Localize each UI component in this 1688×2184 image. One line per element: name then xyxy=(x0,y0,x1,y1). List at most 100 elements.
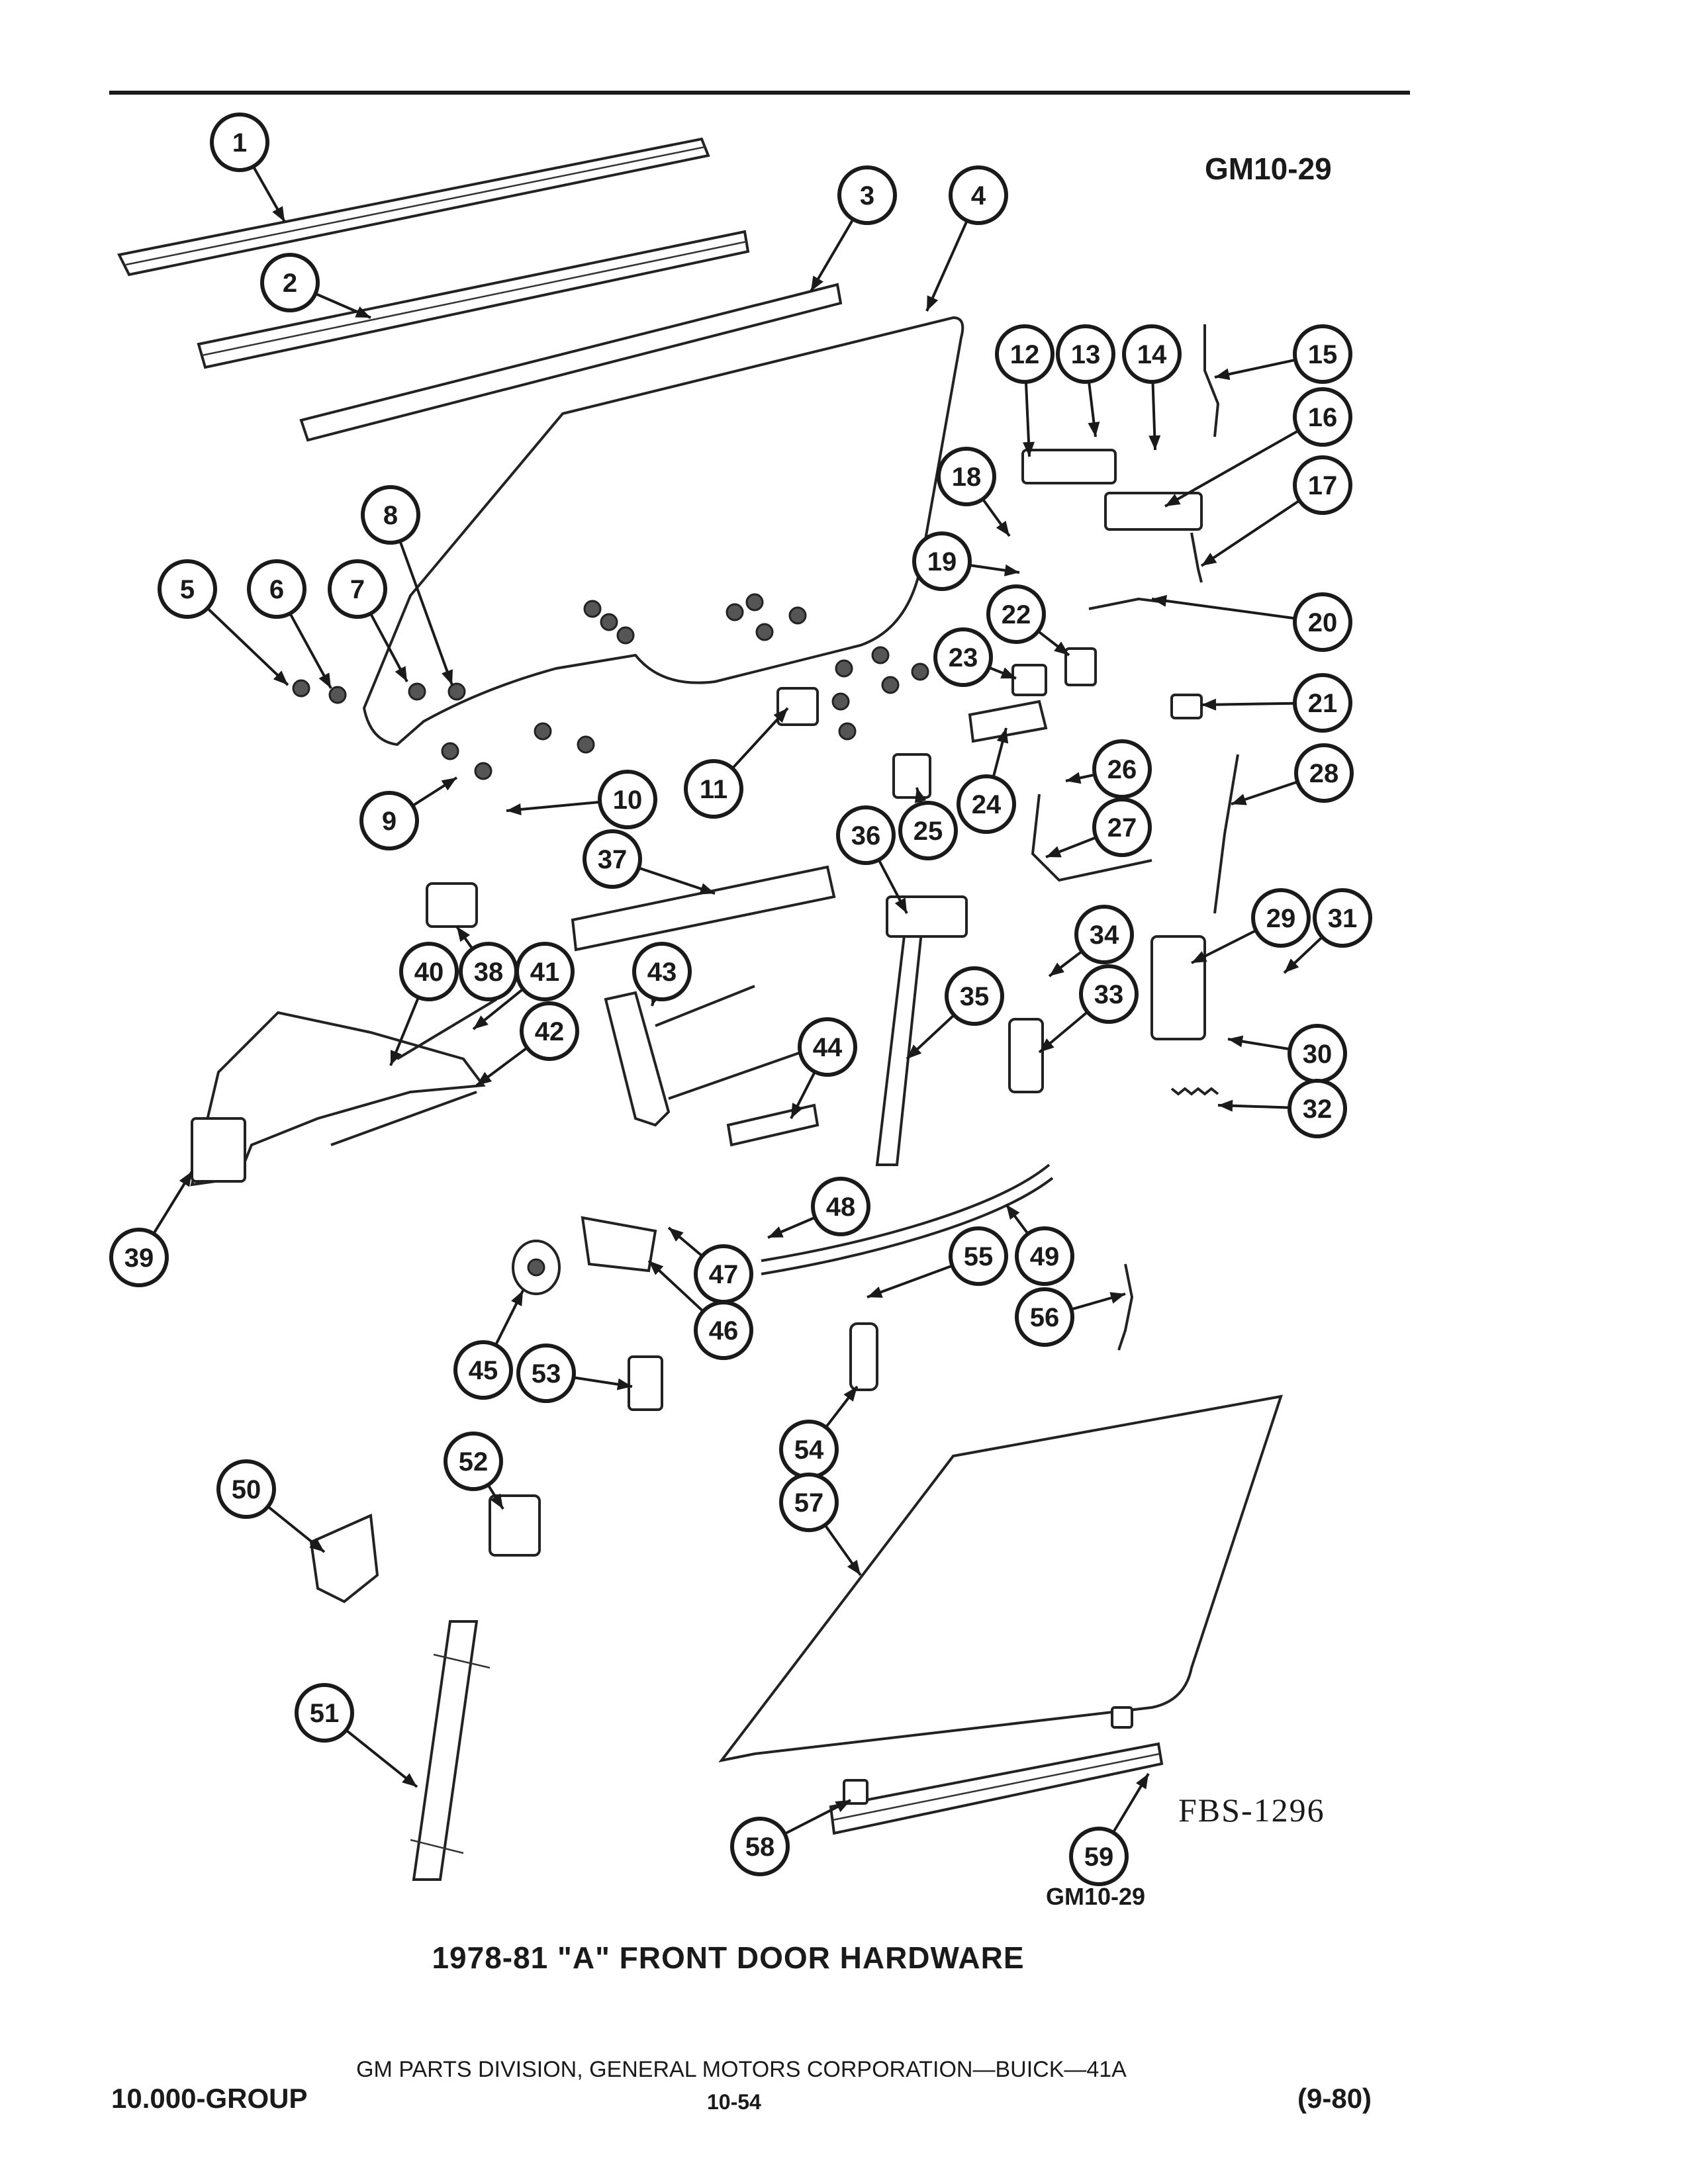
figure-code: FBS-1296 xyxy=(1178,1792,1325,1829)
callout-number: 45 xyxy=(469,1356,498,1385)
callout-41: 41 xyxy=(515,942,575,1001)
part-44-shape xyxy=(726,1103,820,1147)
callout-53: 53 xyxy=(516,1343,576,1403)
parts-art xyxy=(117,137,1283,1881)
callout-number: 54 xyxy=(794,1435,824,1465)
callout-number: 16 xyxy=(1308,403,1338,432)
callout-44: 44 xyxy=(798,1017,857,1077)
arrowhead-7 xyxy=(395,666,407,682)
callout-number: 51 xyxy=(310,1699,340,1728)
glass-grommets xyxy=(292,593,929,780)
callout-56: 56 xyxy=(1015,1287,1074,1347)
callout-number: 46 xyxy=(709,1316,739,1345)
part-33-shape xyxy=(1008,1018,1044,1093)
callout-number: 27 xyxy=(1107,813,1137,842)
callout-9: 9 xyxy=(359,791,419,850)
footer-group: 10.000-GROUP xyxy=(111,2083,308,2114)
part-11-shape xyxy=(776,687,819,726)
part-35-shape xyxy=(875,912,925,1166)
part-54-shape xyxy=(849,1322,878,1391)
callout-39: 39 xyxy=(109,1228,169,1287)
callout-48: 48 xyxy=(811,1177,870,1236)
footer-revision: (9-80) xyxy=(1297,2083,1372,2114)
callout-number: 58 xyxy=(745,1833,775,1862)
callout-number: 19 xyxy=(927,547,957,576)
callout-number: 42 xyxy=(535,1017,565,1046)
callout-27: 27 xyxy=(1092,797,1152,857)
callout-37: 37 xyxy=(583,829,642,889)
callout-leaders xyxy=(152,165,1323,1835)
arrowhead-19 xyxy=(1004,564,1019,576)
callout-52: 52 xyxy=(444,1432,503,1491)
arrowhead-17 xyxy=(1201,553,1217,566)
arrowhead-58 xyxy=(835,1800,851,1813)
leader-51 xyxy=(345,1729,418,1788)
callout-16: 16 xyxy=(1293,387,1352,447)
callout-47: 47 xyxy=(694,1244,753,1304)
arrowhead-9 xyxy=(441,778,457,791)
callout-number: 2 xyxy=(283,269,297,298)
callout-4: 4 xyxy=(949,165,1008,225)
arrowhead-49 xyxy=(1006,1205,1020,1220)
callout-number: 11 xyxy=(700,775,727,804)
arrowhead-59 xyxy=(1135,1774,1149,1790)
part-59-shape xyxy=(829,1742,1164,1835)
part-24-shape xyxy=(968,700,1048,743)
arrowhead-24 xyxy=(996,728,1009,744)
part-23-shape xyxy=(1011,664,1047,696)
leader-16 xyxy=(1164,429,1299,508)
part-32-shape xyxy=(1170,1087,1219,1096)
arrowhead-16 xyxy=(1165,494,1181,506)
callout-number: 34 xyxy=(1090,921,1119,950)
arrowhead-20 xyxy=(1152,595,1168,607)
footer-page-number: 10-54 xyxy=(707,2090,761,2114)
arrowhead-2 xyxy=(355,306,371,318)
callout-55: 55 xyxy=(949,1226,1008,1286)
part-57-shape xyxy=(718,1394,1283,1762)
arrowhead-29 xyxy=(1192,951,1207,963)
diagram-code-bottom: GM10-29 xyxy=(1046,1883,1146,1910)
callout-58: 58 xyxy=(730,1817,790,1876)
arrowhead-47 xyxy=(669,1228,684,1242)
arrowhead-22 xyxy=(1054,641,1069,655)
arrowhead-8 xyxy=(442,669,453,685)
callout-54: 54 xyxy=(779,1420,839,1479)
arrowhead-23 xyxy=(1000,667,1016,679)
arrowhead-30 xyxy=(1228,1035,1244,1048)
callout-number: 43 xyxy=(647,958,677,987)
part-52-shape xyxy=(489,1494,541,1557)
callout-36: 36 xyxy=(836,805,896,865)
part-43-shape xyxy=(604,991,671,1127)
arrowhead-1 xyxy=(272,206,285,222)
arrowhead-15 xyxy=(1215,368,1231,381)
part-51-shape xyxy=(412,1620,479,1881)
arrowhead-40 xyxy=(390,1050,402,1066)
arrowhead-55 xyxy=(867,1286,883,1298)
arrowhead-56 xyxy=(1109,1292,1125,1304)
callout-number: 7 xyxy=(350,575,365,604)
callout-number: 17 xyxy=(1308,471,1338,500)
callout-number: 23 xyxy=(949,643,978,672)
callout-17: 17 xyxy=(1293,455,1352,515)
callout-number: 32 xyxy=(1303,1095,1333,1124)
arrowhead-12 xyxy=(1023,441,1035,457)
arrowhead-38 xyxy=(457,927,471,942)
callout-number: 22 xyxy=(1002,600,1031,629)
callout-number: 40 xyxy=(414,958,444,987)
arrowhead-57 xyxy=(847,1559,861,1575)
arrowhead-26 xyxy=(1066,772,1082,784)
callout-number: 1 xyxy=(232,128,247,158)
arrowhead-39 xyxy=(179,1171,192,1187)
callout-number: 3 xyxy=(860,181,874,210)
callout-number: 48 xyxy=(826,1193,856,1222)
callout-number: 36 xyxy=(851,821,881,850)
callout-number: 47 xyxy=(709,1260,739,1289)
callout-1: 1 xyxy=(210,113,269,172)
arrowhead-48 xyxy=(768,1226,784,1238)
callout-number: 28 xyxy=(1309,759,1339,788)
callout-number: 38 xyxy=(474,958,504,987)
callout-number: 25 xyxy=(914,817,943,846)
part-27-shape xyxy=(1031,794,1152,882)
callout-number: 41 xyxy=(530,958,560,987)
